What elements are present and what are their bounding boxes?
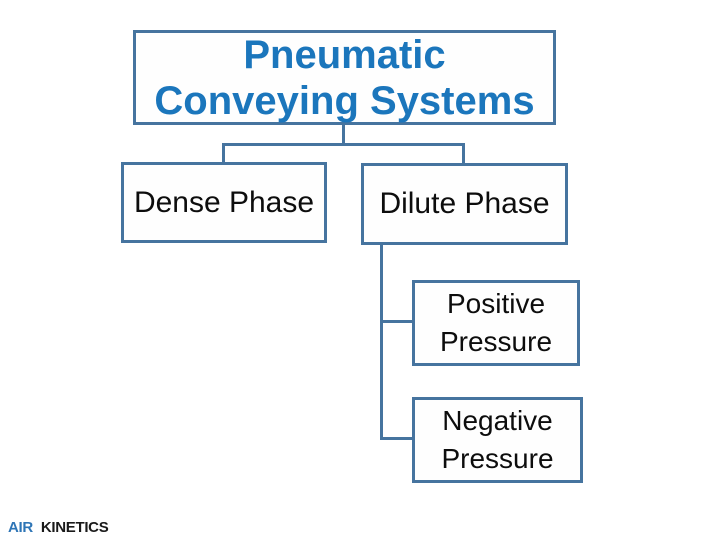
- brand-logo: AIR KINETICS: [8, 519, 109, 536]
- node-dense-phase: Dense Phase: [121, 162, 327, 243]
- connector-drop-dilute-phase: [462, 143, 465, 164]
- connector-drop-dense-phase: [222, 143, 225, 163]
- connector-stub-positive: [380, 320, 412, 323]
- node-dilute-phase: Dilute Phase: [361, 163, 568, 245]
- dilute-phase-label: Dilute Phase: [379, 187, 550, 220]
- brand-word-kinetics: KINETICS: [40, 519, 109, 536]
- node-negative-pressure: Negative Pressure: [412, 397, 583, 483]
- node-positive-pressure: Positive Pressure: [412, 280, 580, 366]
- positive-pressure-line-1: Positive: [446, 288, 546, 319]
- connector-root-stub: [342, 125, 345, 145]
- dense-phase-label: Dense Phase: [133, 185, 315, 219]
- negative-pressure-line-1: Negative: [442, 405, 553, 436]
- connector-stub-negative: [380, 437, 412, 440]
- connector-dilute-trunk: [380, 244, 383, 440]
- positive-pressure-line-2: Pressure: [439, 326, 553, 357]
- negative-pressure-line-2: Pressure: [441, 443, 554, 474]
- node-pneumatic-conveying-systems: Pneumatic Conveying Systems: [133, 30, 556, 125]
- brand-word-air: AIR: [8, 519, 33, 536]
- title-line-1: Pneumatic: [243, 32, 446, 77]
- connector-horizontal-bar: [222, 143, 465, 146]
- title-line-2: Conveying Systems: [154, 78, 535, 123]
